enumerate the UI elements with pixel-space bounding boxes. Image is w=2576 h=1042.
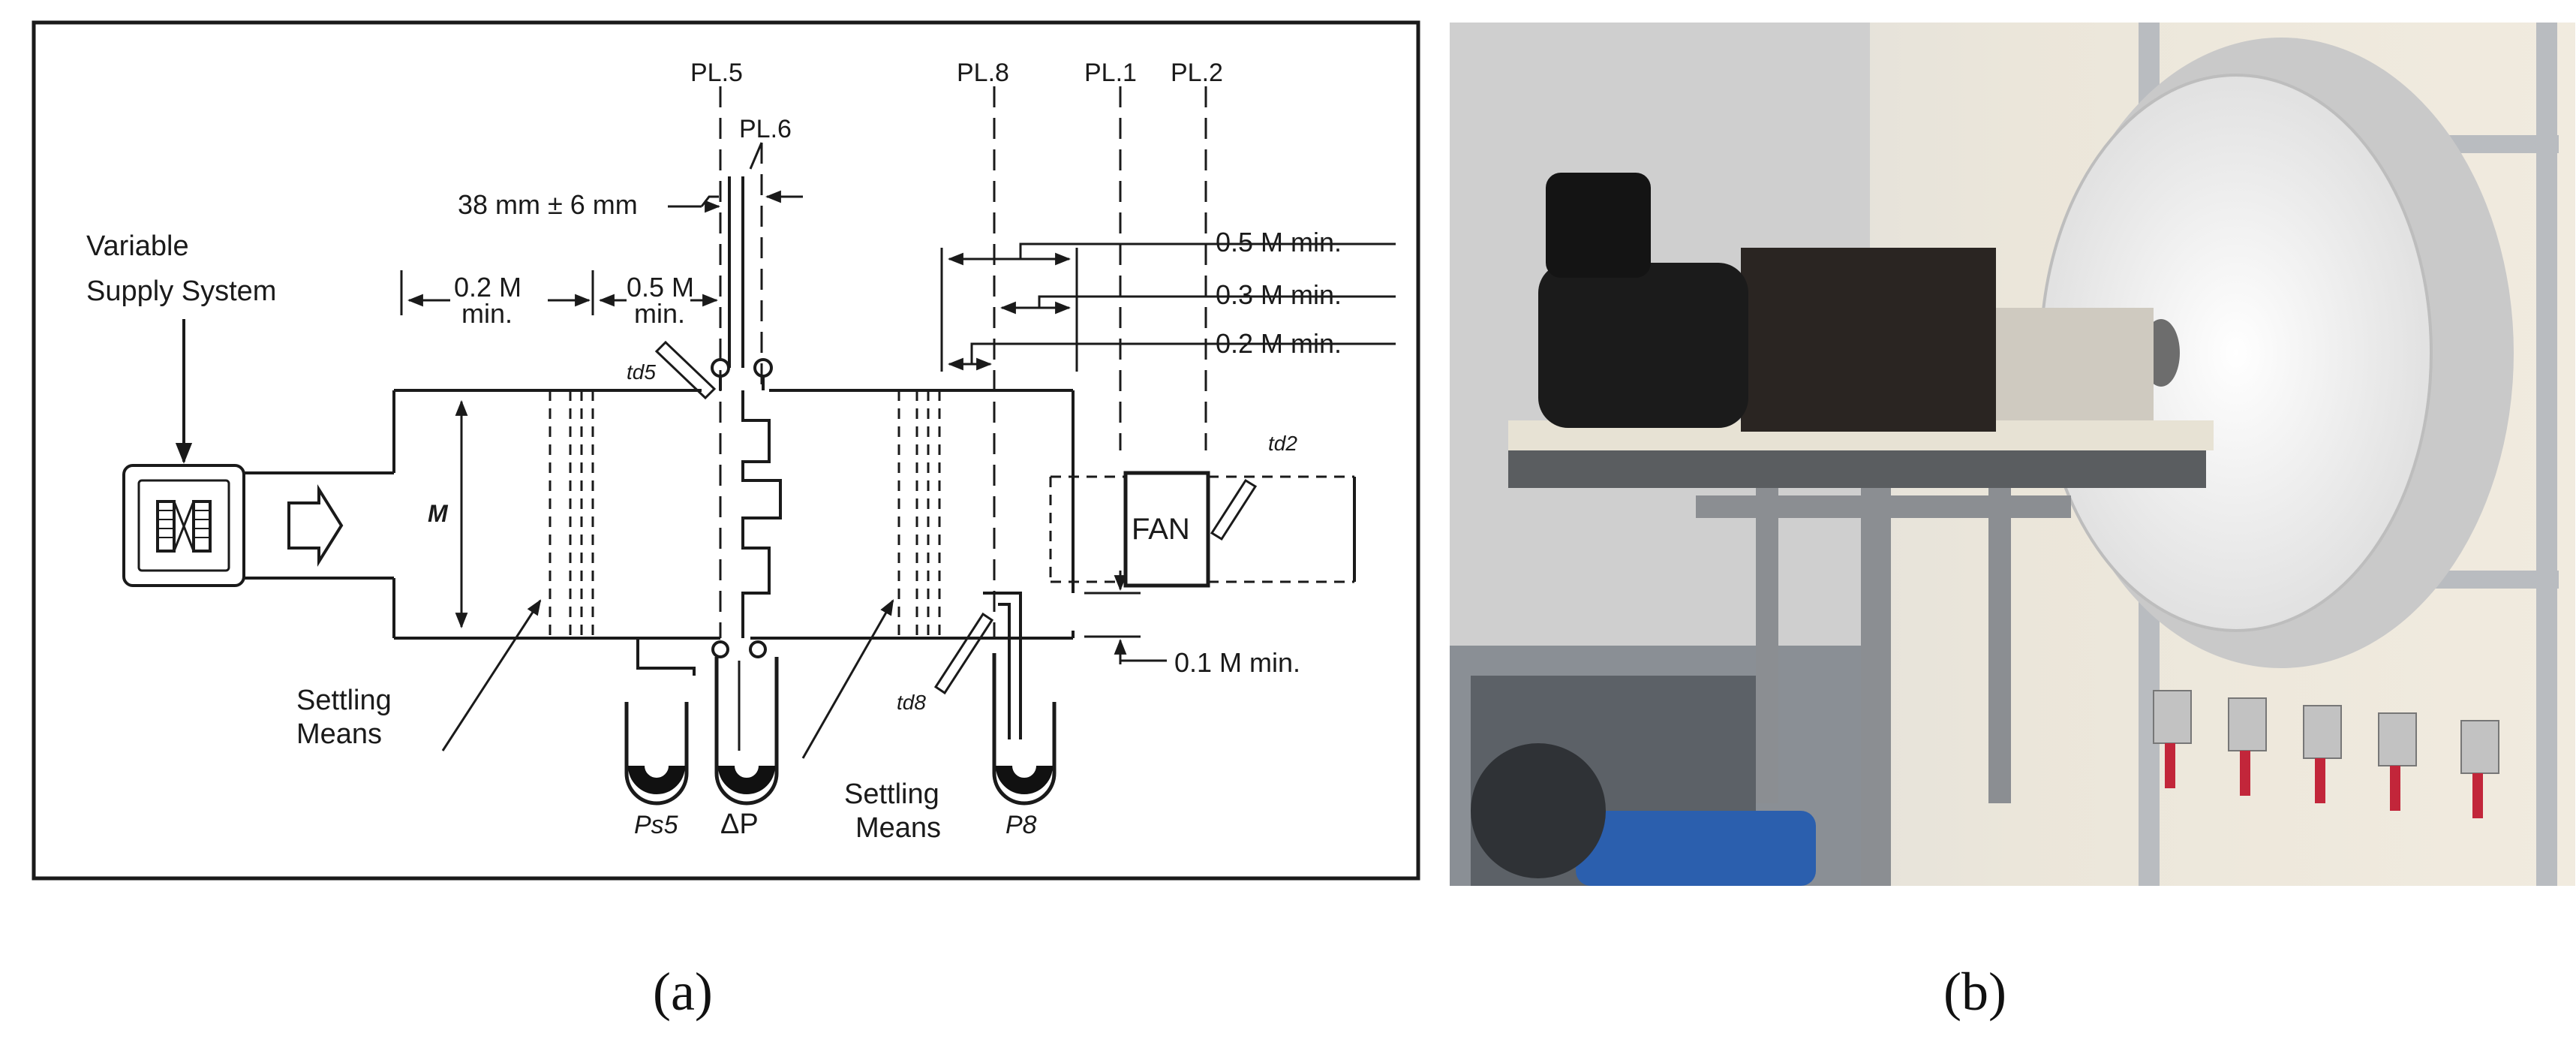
motor [1538, 263, 1748, 428]
dp-label: ΔP [720, 809, 759, 840]
td5-label: td5 [627, 360, 656, 384]
plane-label-pl1: PL.1 [1084, 59, 1137, 87]
dim-right-05m: 0.5 M min. [1216, 227, 1342, 257]
blue-motor [1576, 811, 1816, 886]
flow-arrow-icon [287, 484, 344, 567]
panel-a-labels: Variable Supply System PL.5 PL.6 PL.8 PL… [86, 59, 1342, 844]
td2-probe [1210, 478, 1258, 541]
manometer-p8 [992, 653, 1057, 806]
panel-a-schematic [32, 20, 1420, 881]
dim-right-02m: 0.2 M min. [1216, 328, 1342, 359]
settling-right-2: Means [855, 812, 941, 844]
dim-right-01m: 0.1 M min. [1174, 647, 1300, 678]
td5-probe [654, 340, 717, 400]
td2-label: td2 [1268, 432, 1297, 455]
dim-05m-label: 0.5 M [627, 272, 694, 303]
supply-box [122, 464, 245, 587]
ps5-label: Ps5 [634, 811, 678, 839]
panel-b-photo [1450, 23, 2575, 886]
td8-probe [933, 612, 994, 695]
plane-label-pl8: PL.8 [957, 59, 1009, 87]
gap-dimension-label: 38 mm ± 6 mm [458, 189, 638, 220]
panel-b-caption: (b) [1943, 962, 2006, 1022]
settling-screen-left [549, 390, 594, 638]
plane-label-pl2: PL.2 [1171, 59, 1223, 87]
dim-02m-min: min. [461, 298, 512, 329]
dim-02m-label: 0.2 M [454, 272, 522, 303]
settling-left-2: Means [296, 718, 382, 750]
panel-a-frame [32, 20, 1420, 881]
settling-screen-right [897, 390, 941, 638]
panel-a-caption: (a) [653, 962, 713, 1022]
plane-lines [719, 86, 1207, 638]
manometer-dp [711, 640, 779, 806]
duct-height-label: M [428, 500, 449, 527]
manometer-ps5 [624, 638, 696, 806]
p8-label: P8 [1005, 811, 1037, 839]
fan-label: FAN [1132, 513, 1190, 546]
dim-05m-min: min. [634, 298, 685, 329]
fan-section [1049, 471, 1356, 588]
settling-right-1: Settling [844, 778, 939, 810]
dim-right-03m: 0.3 M min. [1216, 279, 1342, 310]
supply-label-1: Variable [86, 230, 189, 262]
center-tube [728, 176, 782, 638]
supply-label-2: Supply System [86, 276, 276, 307]
td8-label: td8 [897, 691, 926, 714]
plane-label-pl5: PL.5 [690, 59, 743, 87]
settling-left-1: Settling [296, 685, 392, 716]
plane-label-pl6: PL.6 [739, 115, 792, 143]
test-duct [392, 389, 1075, 640]
drive-box [1741, 248, 1996, 432]
